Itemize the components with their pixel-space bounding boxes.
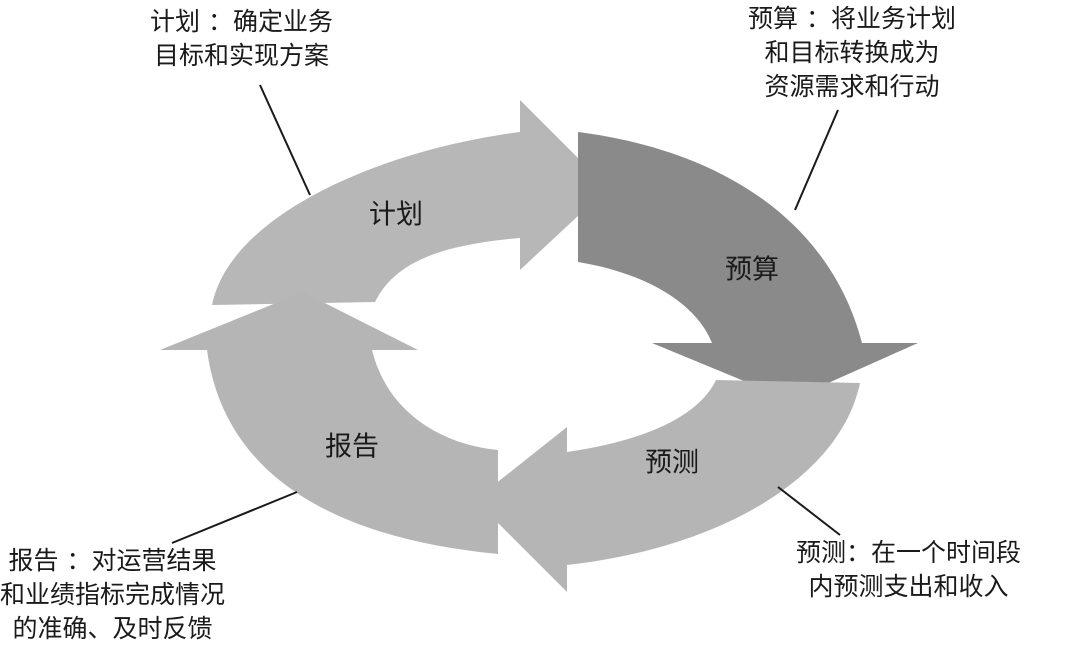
budget-callout-line: 资源需求和行动 xyxy=(764,72,940,101)
report-callout-line: 和业绩指标完成情况 xyxy=(0,580,226,609)
report-arrow xyxy=(160,292,498,554)
report-callout-line: 报告 ：对运营结果 xyxy=(8,546,217,575)
report-leader-line xyxy=(171,491,298,544)
plan-callout-line: 目标和实现方案 xyxy=(153,41,329,70)
report-callout: 报告 ：对运营结果 和业绩指标完成情况 的准确、及时反馈 xyxy=(0,544,225,646)
budget-callout: 预算 ：将业务计划 和目标转换成为 资源需求和行动 xyxy=(748,2,956,104)
budget-arrow xyxy=(578,132,918,400)
forecast-arrow xyxy=(475,380,860,592)
budget-leader-line xyxy=(794,109,839,211)
budget-label: 预算 xyxy=(725,255,779,286)
forecast-leader-line xyxy=(777,486,841,536)
plan-leader-line xyxy=(259,84,311,196)
budget-callout-line: 和目标转换成为 xyxy=(764,38,940,67)
forecast-label: 预测 xyxy=(645,448,699,479)
plan-callout: 计划 ：确定业务 目标和实现方案 xyxy=(150,5,333,73)
budget-callout-line: 预算 ：将业务计划 xyxy=(748,4,956,33)
forecast-callout-line: 预测：在一个时间段 xyxy=(796,538,1022,567)
forecast-callout-line: 内预测支出和收入 xyxy=(808,572,1009,601)
report-label: 报告 xyxy=(325,432,379,463)
report-callout-line: 的准确、及时反馈 xyxy=(12,614,213,643)
plan-label: 计划 xyxy=(369,200,423,231)
forecast-callout: 预测：在一个时间段 内预测支出和收入 xyxy=(796,536,1021,604)
plan-arrow xyxy=(212,100,608,305)
plan-callout-line: 计划 ：确定业务 xyxy=(150,7,333,36)
